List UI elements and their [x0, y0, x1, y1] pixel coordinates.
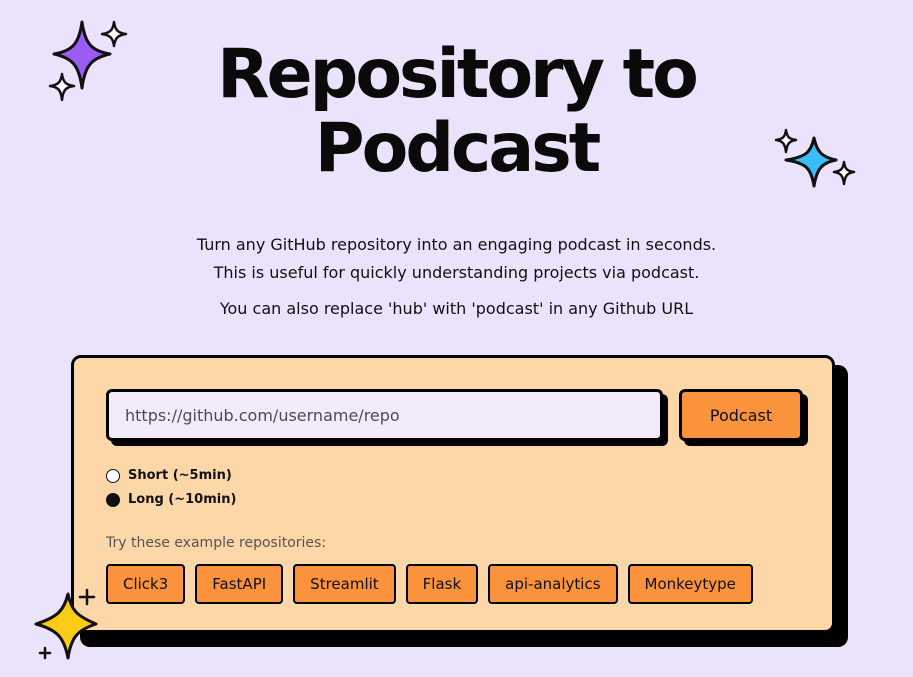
description-line2: This is useful for quickly understanding… — [213, 263, 700, 282]
page-title-line2: Podcast — [314, 109, 601, 188]
example-chip-click3[interactable]: Click3 — [106, 564, 186, 604]
duration-option-short-label: Short (~5min) — [128, 468, 232, 483]
example-chip-flask[interactable]: Flask — [405, 564, 479, 604]
examples-label: Try these example repositories: — [106, 535, 327, 551]
page-title-line1: Repository to — [217, 35, 699, 114]
example-chip-fastapi[interactable]: FastAPI — [195, 564, 284, 604]
sparkle-yellow-icon — [34, 588, 98, 660]
radio-long[interactable] — [106, 492, 120, 507]
duration-option-long[interactable]: Long (~10min) — [106, 492, 236, 507]
example-chip-streamlit[interactable]: Streamlit — [293, 564, 396, 604]
radio-short[interactable] — [106, 468, 120, 483]
sparkle-purple-icon — [48, 20, 128, 102]
example-chip-monkeytype[interactable]: Monkeytype — [627, 564, 753, 604]
sparkle-blue-icon — [774, 128, 856, 188]
podcast-button[interactable]: Podcast — [679, 389, 803, 441]
description-line1: Turn any GitHub repository into an engag… — [196, 235, 717, 254]
example-chip-api-analytics[interactable]: api-analytics — [488, 564, 618, 604]
repo-url-input[interactable] — [106, 389, 663, 441]
description-line3: You can also replace 'hub' with 'podcast… — [219, 299, 694, 318]
page-title: Repository to Podcast — [0, 38, 913, 186]
duration-option-long-label: Long (~10min) — [128, 492, 237, 507]
example-repos: Click3 FastAPI Streamlit Flask api-analy… — [106, 564, 753, 604]
duration-option-short[interactable]: Short (~5min) — [106, 468, 232, 483]
